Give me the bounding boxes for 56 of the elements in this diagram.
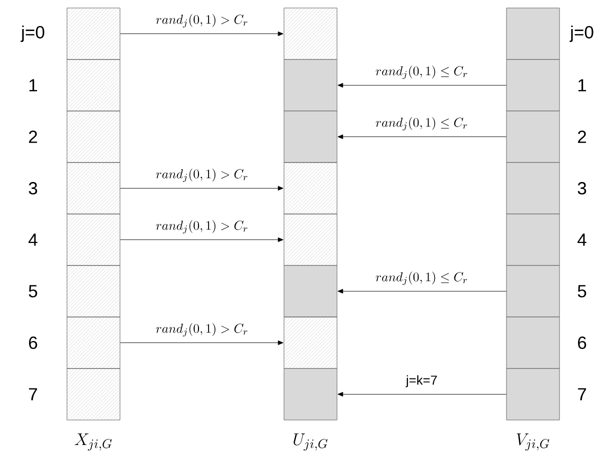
grid-cell xyxy=(506,265,560,318)
arrow xyxy=(120,186,284,191)
grid-cell xyxy=(66,59,120,112)
arrow xyxy=(120,237,284,242)
row-index: 7 xyxy=(578,388,586,400)
edge-label: $rand_j(0,1) \leq C_r$ xyxy=(374,64,470,80)
edge-label: $rand_j(0,1) > C_r$ xyxy=(154,167,250,184)
grid-cell xyxy=(284,368,338,420)
row-index: 2 xyxy=(29,130,38,143)
arrow xyxy=(338,288,506,294)
row-index: j=0 xyxy=(570,26,594,42)
column-label: $U_{ji,G}$ xyxy=(294,434,328,451)
row-index: 5 xyxy=(578,285,586,298)
arrow xyxy=(338,392,506,397)
edge-label: $rand_j(0,1) \leq C_r$ xyxy=(374,116,470,132)
edge-label: j=k=7 xyxy=(404,374,439,388)
grid-cell xyxy=(66,316,120,369)
grid-cell xyxy=(66,214,120,266)
edge-label: $rand_j(0,1) \leq C_r$ xyxy=(374,270,470,286)
row-index: 4 xyxy=(28,234,38,246)
grid-cell xyxy=(506,316,560,369)
edge-label: $rand_j(0,1) > C_r$ xyxy=(154,12,250,29)
grid-cell xyxy=(506,110,560,163)
row-index: 1 xyxy=(29,79,38,92)
grid-cell xyxy=(284,265,338,318)
arrow xyxy=(120,340,284,346)
column-label: $X_{ji,G}$ xyxy=(74,434,112,451)
grid-cell xyxy=(506,368,560,420)
grid-cell xyxy=(284,162,338,214)
row-index: j=0 xyxy=(20,26,44,42)
grid-cell xyxy=(506,214,560,266)
row-index: 5 xyxy=(28,285,38,298)
arrow xyxy=(338,82,506,88)
edge-label: $rand_j(0,1) > C_r$ xyxy=(154,322,250,338)
grid-cell xyxy=(66,110,120,163)
grid-cell xyxy=(66,368,120,420)
grid-cell xyxy=(506,8,560,60)
edge-label: $rand_j(0,1) > C_r$ xyxy=(154,218,250,235)
grid-cell xyxy=(506,59,560,112)
row-index: 1 xyxy=(578,79,586,92)
column-label: $V_{ji,G}$ xyxy=(516,434,550,451)
grid-cell xyxy=(66,8,120,60)
grid-cell xyxy=(284,59,338,112)
arrow xyxy=(120,31,284,36)
grid-cell xyxy=(506,162,560,214)
grid-cell xyxy=(66,265,120,318)
grid-cell xyxy=(284,110,338,163)
row-index: 2 xyxy=(578,130,586,143)
row-index: 3 xyxy=(578,182,586,194)
row-index: 6 xyxy=(578,336,586,349)
row-index: 4 xyxy=(578,234,586,246)
row-index: 7 xyxy=(29,388,38,400)
row-index: 6 xyxy=(29,336,38,349)
arrow xyxy=(338,134,506,140)
grid-cell xyxy=(66,162,120,214)
row-index: 3 xyxy=(28,182,38,194)
